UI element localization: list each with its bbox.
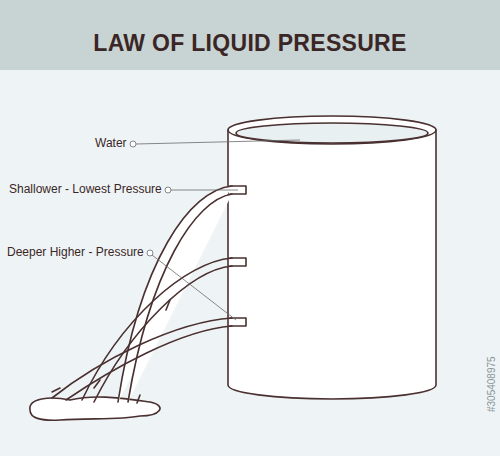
pressure-label: Deeper Higher - Pressure bbox=[7, 245, 144, 259]
water-surface bbox=[236, 123, 428, 143]
tank-body bbox=[228, 130, 436, 399]
leader-line bbox=[171, 190, 238, 191]
diagram-title: LAW OF LIQUID PRESSURE bbox=[0, 30, 500, 57]
leader-dot bbox=[165, 187, 171, 193]
pressure-label: Shallower - Lowest Pressure bbox=[9, 182, 162, 196]
leader-line bbox=[152, 255, 236, 320]
splash-drops bbox=[52, 300, 170, 403]
stock-id-watermark: #305408975 bbox=[486, 356, 497, 412]
bottom-spout bbox=[230, 318, 246, 326]
leader-dot bbox=[130, 141, 136, 147]
leader-line bbox=[136, 140, 300, 144]
bottom-jet bbox=[52, 318, 232, 400]
top-jet bbox=[118, 186, 232, 402]
tank-rim bbox=[228, 116, 436, 144]
middle-spout bbox=[230, 258, 246, 266]
leader-dot bbox=[147, 250, 153, 256]
water-label: Water bbox=[95, 136, 127, 150]
title-band bbox=[0, 0, 500, 70]
